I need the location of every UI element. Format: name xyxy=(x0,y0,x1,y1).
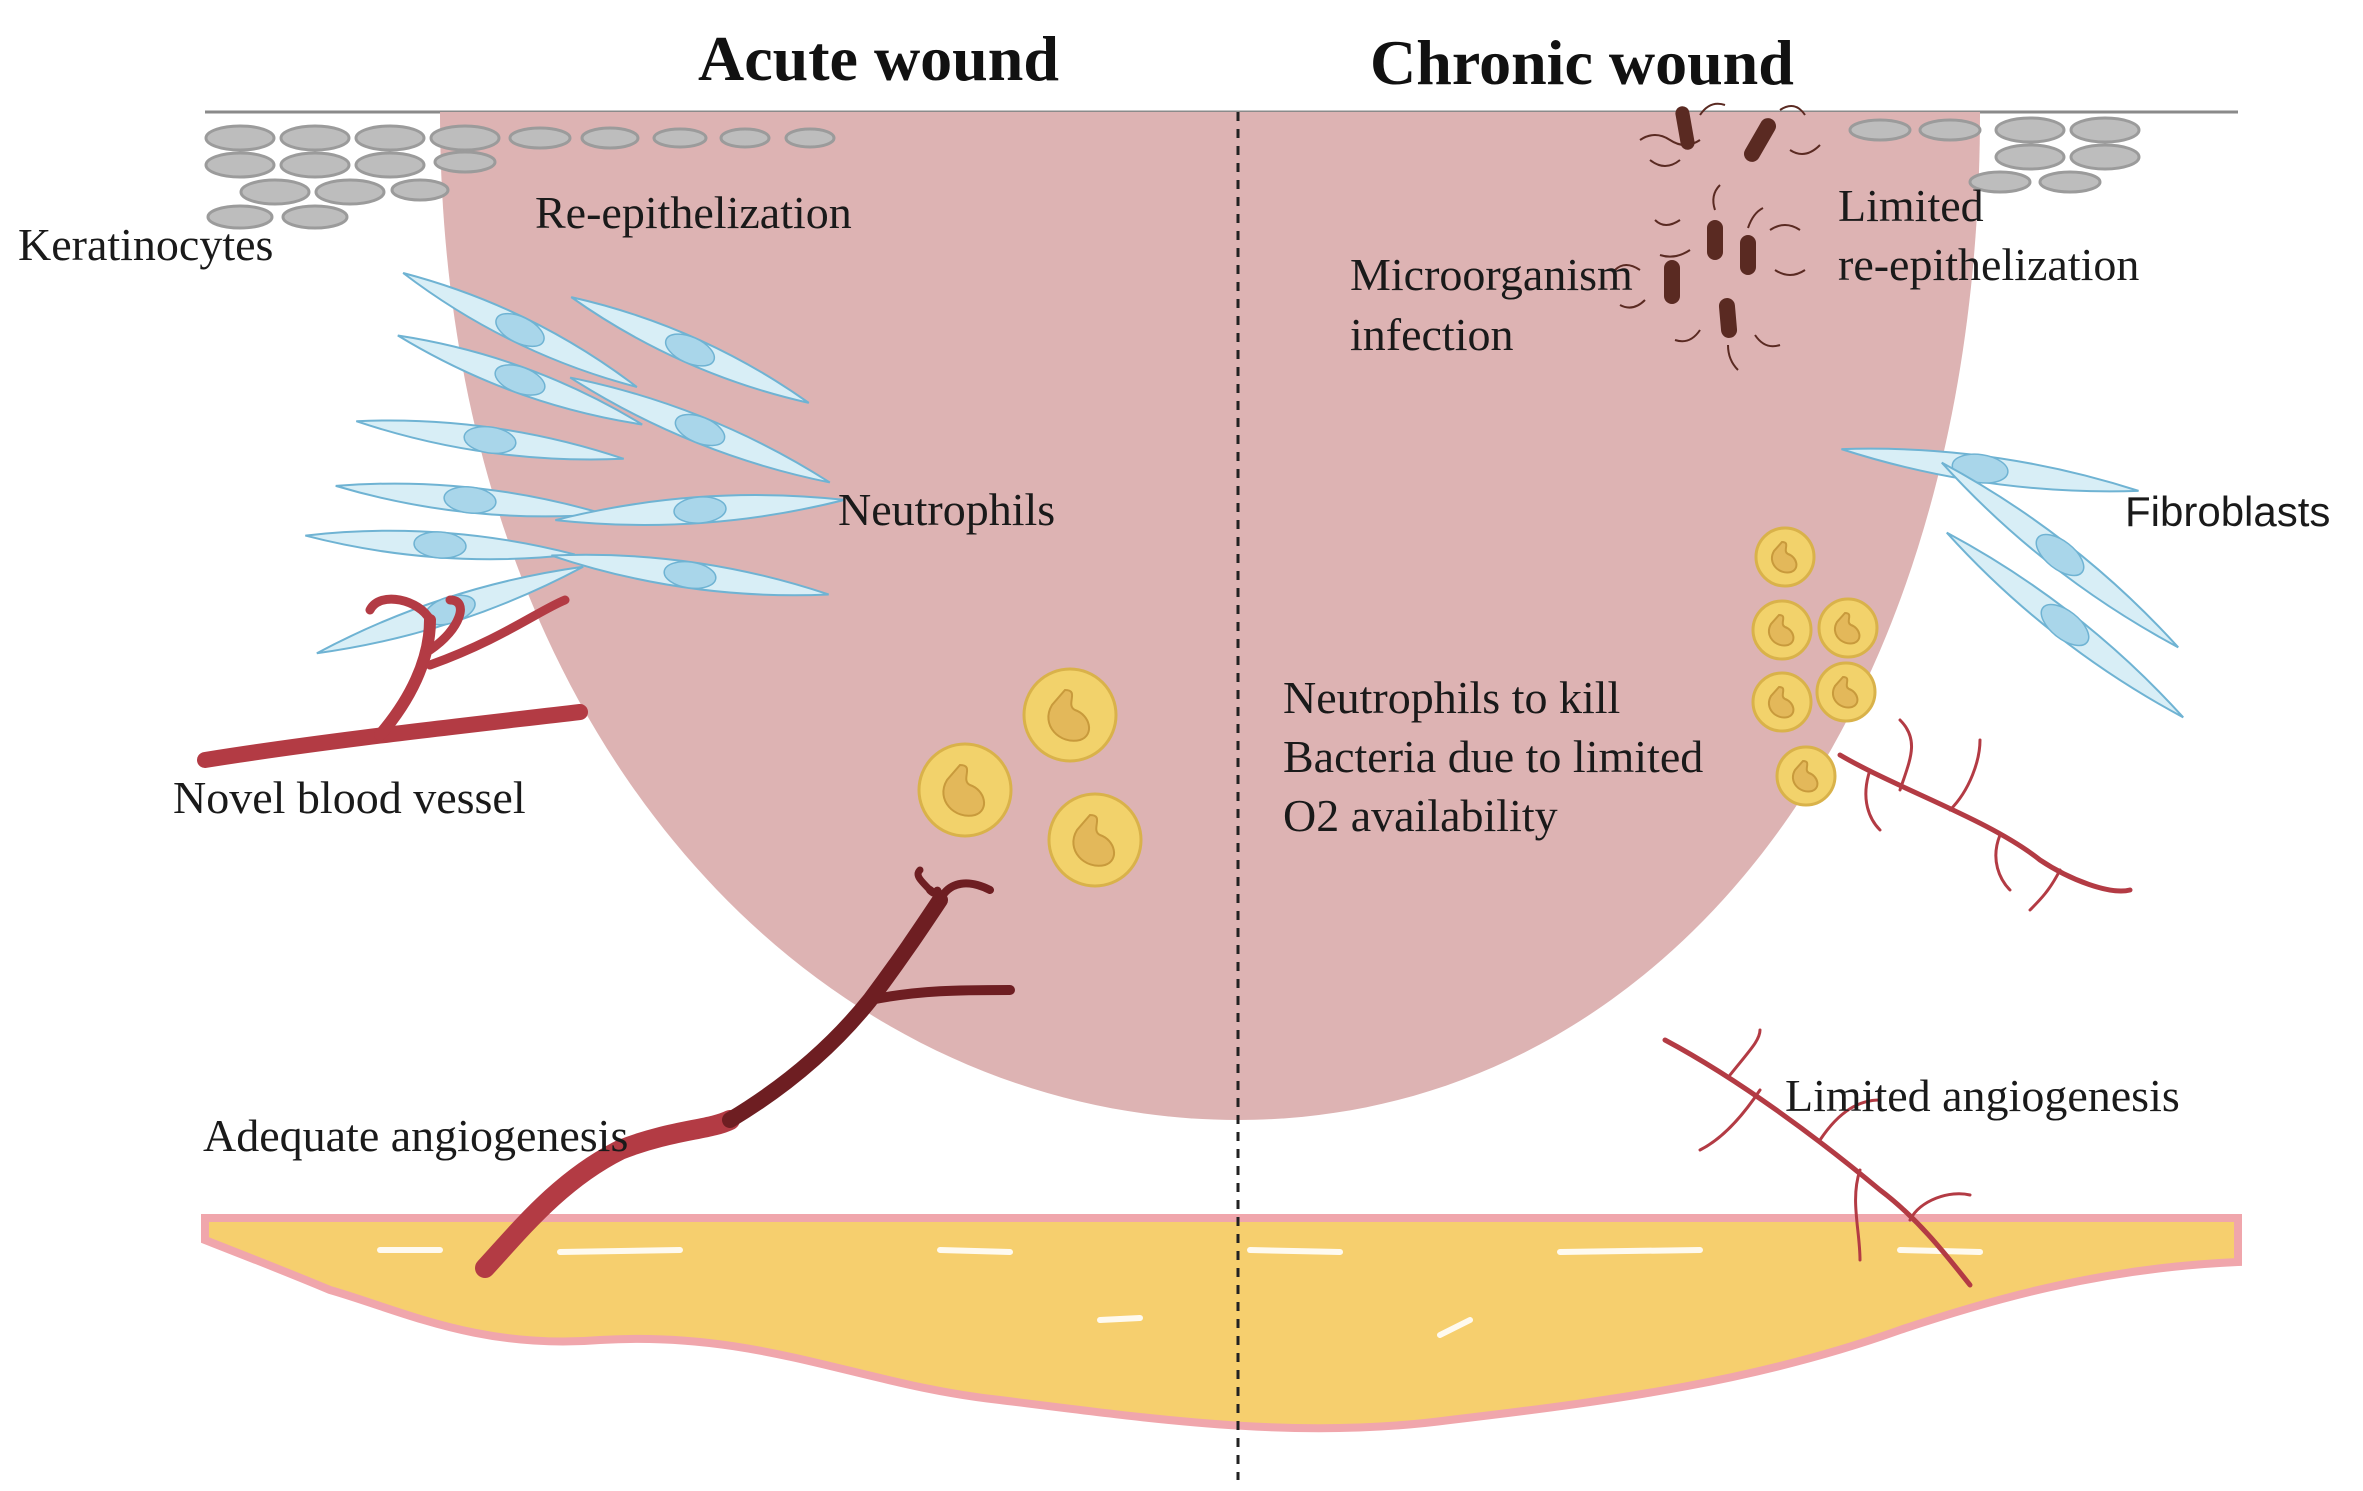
bacteria-cluster xyxy=(1664,106,1776,338)
label-neutrophils-note-line2: Bacteria due to limited xyxy=(1283,731,1704,782)
label-fibroblasts: Fibroblasts xyxy=(2125,488,2331,535)
keratinocyte-layer-chronic xyxy=(1848,116,2141,194)
wound-bed xyxy=(440,112,1980,1120)
label-novel-blood-vessel: Novel blood vessel xyxy=(173,772,526,823)
label-limited-re-epi-line2: re-epithelization xyxy=(1838,239,2140,290)
neutrophil-cluster-acute xyxy=(917,667,1143,888)
bacteria-flagella xyxy=(1614,102,1821,371)
label-microorganism-line2: infection xyxy=(1350,309,1514,360)
label-limited-angiogenesis: Limited angiogenesis xyxy=(1785,1070,2180,1121)
adequate-angiogenesis-vessel xyxy=(475,866,1015,1278)
chronic-vessel-small xyxy=(1837,718,2133,912)
acute-wound-title: Acute wound xyxy=(698,23,1059,94)
chronic-wound-title: Chronic wound xyxy=(1370,27,1794,98)
fat-layer xyxy=(201,1214,2242,1433)
limited-angiogenesis-vessel xyxy=(1662,1028,1973,1288)
neutrophil-cluster-chronic xyxy=(1751,526,1879,807)
label-microorganism-line1: Microorganism xyxy=(1350,249,1633,300)
fibroblast-cluster-chronic xyxy=(1841,447,2184,719)
label-limited-re-epi-line1: Limited xyxy=(1838,180,1984,231)
label-neutrophils-note-line1: Neutrophils to kill xyxy=(1283,672,1621,723)
label-re-epithelization: Re-epithelization xyxy=(535,187,852,238)
keratinocyte-layer-acute xyxy=(204,124,836,230)
label-keratinocytes: Keratinocytes xyxy=(18,219,274,270)
label-neutrophils-acute: Neutrophils xyxy=(838,484,1056,535)
fibroblast-cluster-acute xyxy=(305,272,845,655)
fat-highlights xyxy=(377,1247,1983,1338)
label-adequate-angiogenesis: Adequate angiogenesis xyxy=(203,1110,629,1161)
label-neutrophils-note-line3: O2 availability xyxy=(1283,790,1558,841)
novel-blood-vessel xyxy=(197,594,588,768)
